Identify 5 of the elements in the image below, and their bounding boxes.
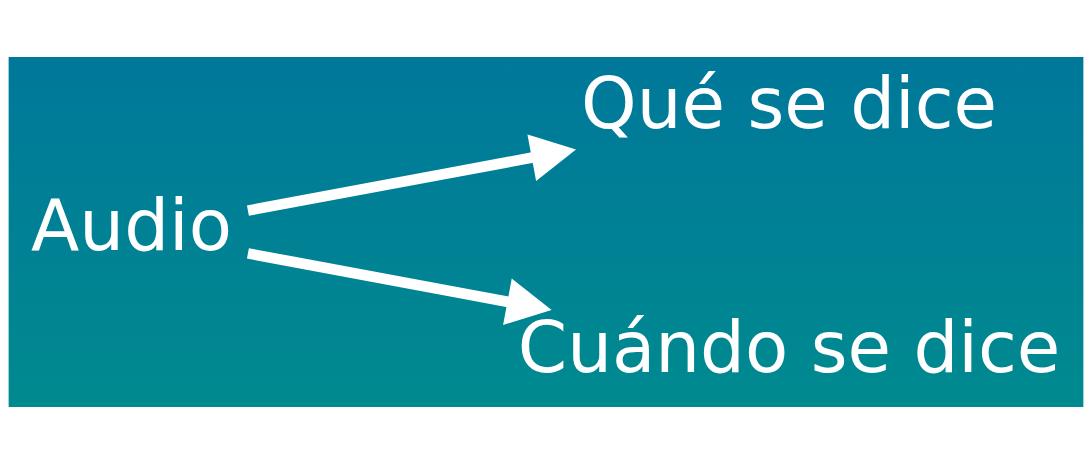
node-text: Audio [31,183,232,267]
arrow [246,133,576,216]
node-text: Qué se dice [581,61,998,145]
arrow [246,247,552,325]
node-text: Cuándo se dice [517,305,1061,389]
